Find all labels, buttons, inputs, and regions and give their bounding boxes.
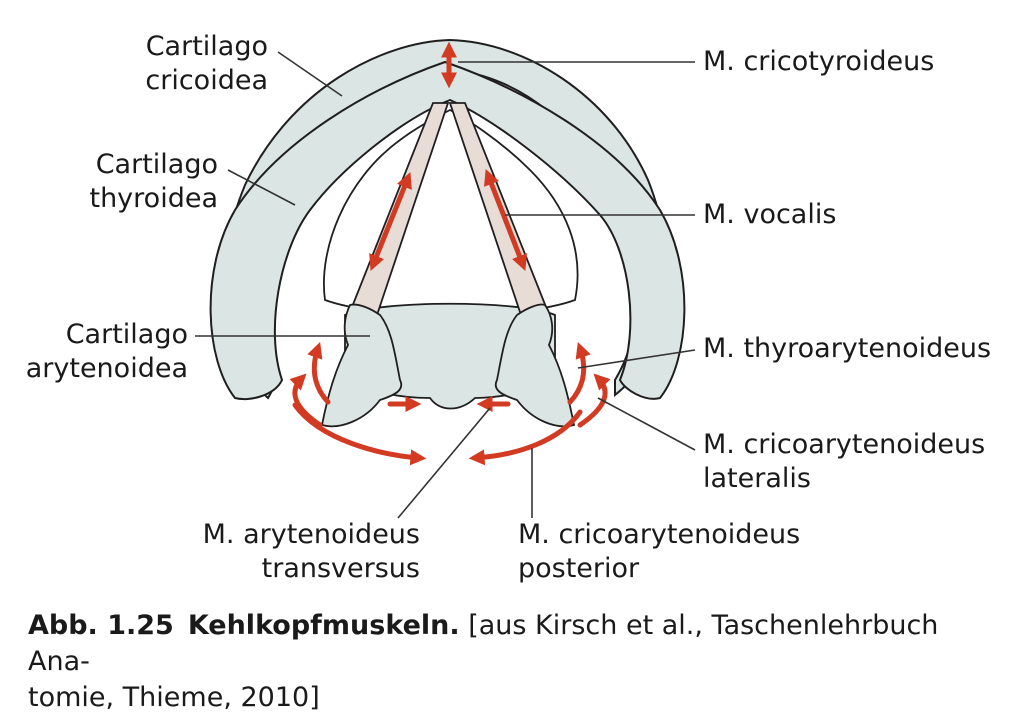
leader-thyroidea [227,169,296,206]
leader-cricoidea [277,51,343,97]
caption-source-1: [aus Kirsch et al., Taschenlehrbuch Ana- [28,610,939,677]
figure-caption: Abb. 1.25 Kehlkopfmuskeln. [aus Kirsch et… [28,608,1003,716]
arrow-crico-posterior-left [292,402,427,466]
caption-source-2: tomie, Thieme, 2010] [28,682,320,713]
arytenoid-right [494,303,576,428]
leader-transversus [397,407,491,519]
arytenoid-left [320,303,403,428]
arrow-vocalis-left [369,172,412,271]
arrow-crico-posterior-right [468,409,583,466]
arrow-thyroarytenoideus-right [567,341,591,405]
caption-title: Kehlkopfmuskeln. [187,610,460,641]
thyroid-cartilage [209,60,686,400]
larynx-diagram [195,38,696,519]
arrow-crico-lateral-left [289,373,323,428]
label-cricotyroideus: M. cricotyroideus [703,46,935,77]
leader-thyroarytenoideus [577,349,696,369]
label-vocalis: M. vocalis [703,199,837,230]
arrow-vocalis-right [484,169,527,271]
arrow-thyroarytenoideus-left [307,341,331,405]
leader-crico-lateralis [597,397,696,451]
caption-number: Abb. 1.25 [28,610,174,641]
label-thyroarytenoideus: M. thyroarytenoideus [703,333,992,364]
arrow-crico-lateral-right [577,373,611,428]
